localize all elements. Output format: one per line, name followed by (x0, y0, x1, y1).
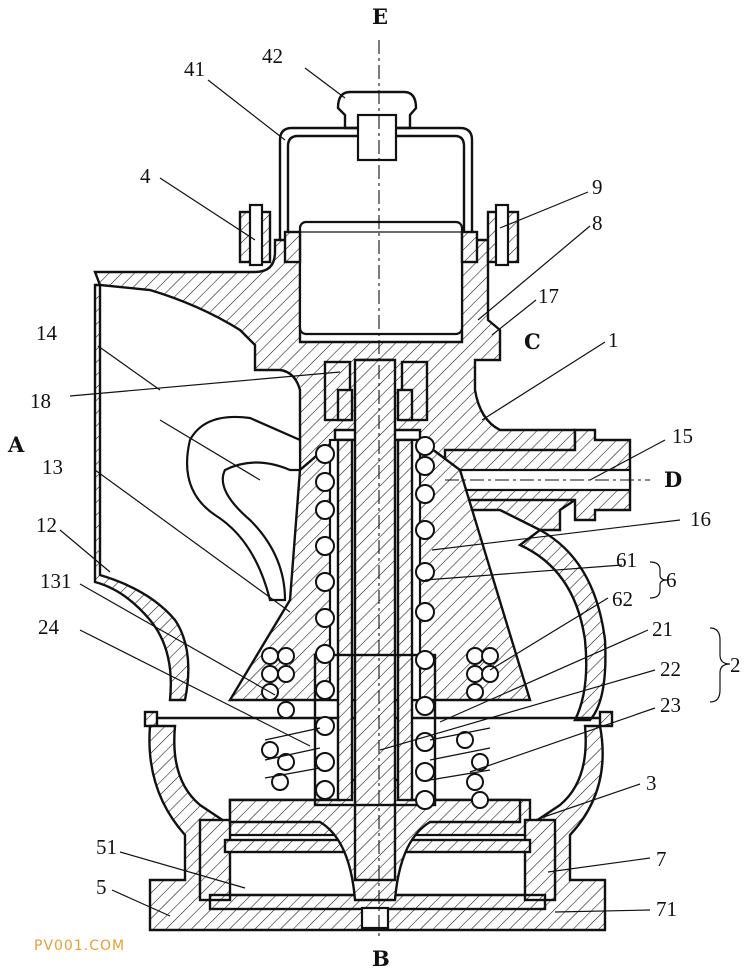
label-23: 23 (660, 693, 681, 717)
outer-spring-coils (261, 647, 499, 809)
flange-left-part (143, 710, 159, 728)
label-131: 131 (40, 569, 72, 593)
label-1: 1 (608, 328, 619, 352)
label-15: 15 (672, 424, 693, 448)
label-8: 8 (592, 211, 603, 235)
watermark: PV001.COM (34, 938, 125, 954)
label-A: A (7, 432, 25, 457)
spring-guide-sleeve (313, 653, 437, 807)
label-2: 2 (730, 653, 741, 677)
right-bolt-head (494, 203, 510, 267)
left-seal-ring (283, 230, 302, 264)
label-62: 62 (612, 587, 633, 611)
label-6: 6 (666, 568, 677, 592)
label-21: 21 (652, 617, 673, 641)
label-18: 18 (30, 389, 51, 413)
label-16: 16 (690, 507, 711, 531)
thermal-cap-part (278, 90, 474, 336)
label-C: C (524, 329, 541, 354)
label-D: D (664, 467, 682, 492)
label-71: 71 (656, 897, 677, 921)
label-51: 51 (96, 835, 117, 859)
label-7: 7 (656, 847, 667, 871)
label-13: 13 (42, 455, 63, 479)
label-12: 12 (36, 513, 57, 537)
spring-wire-lines-left (264, 727, 321, 779)
label-24: 24 (38, 615, 60, 639)
label-14: 14 (36, 321, 58, 345)
leader-lines (59, 67, 731, 917)
label-3: 3 (646, 771, 657, 795)
label-5: 5 (96, 875, 107, 899)
label-4: 4 (140, 164, 151, 188)
label-61: 61 (616, 548, 637, 572)
label-42: 42 (262, 44, 283, 68)
label-22: 22 (660, 657, 681, 681)
label-17: 17 (538, 284, 559, 308)
right-seal-ring (460, 230, 479, 264)
main-spring-coils (315, 436, 435, 810)
label-B: B (372, 946, 390, 971)
left-bolt-head (248, 203, 264, 267)
inner-sleeve-right (396, 438, 414, 802)
spring-wire-lines-right (429, 727, 491, 781)
label-41: 41 (184, 57, 205, 81)
label-E: E (372, 4, 388, 29)
label-9: 9 (592, 175, 603, 199)
flange-right-part (598, 710, 614, 728)
inner-sleeve-left (336, 438, 354, 802)
valve-stem-part (353, 358, 397, 882)
